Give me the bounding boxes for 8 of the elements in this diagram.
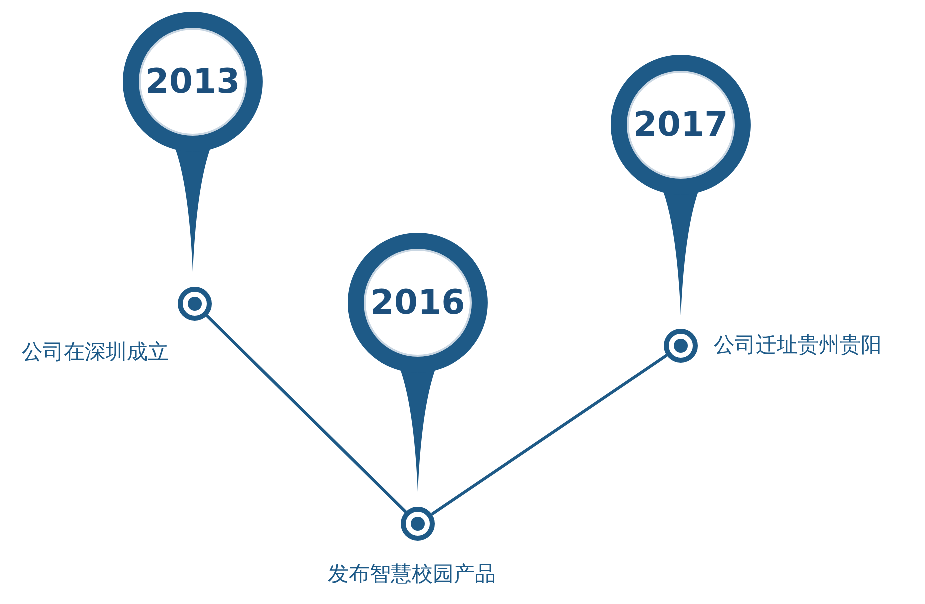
- milestone-text: 公司在深圳成立: [22, 339, 169, 366]
- year-label: 2017: [632, 105, 730, 145]
- connector-line: [206, 314, 407, 514]
- connector-line: [431, 354, 668, 516]
- year-label: 2016: [370, 283, 466, 323]
- milestone-text: 发布智慧校园产品: [328, 561, 496, 588]
- year-label: 2013: [144, 62, 242, 102]
- milestone-text: 公司迁址贵州贵阳: [714, 332, 882, 359]
